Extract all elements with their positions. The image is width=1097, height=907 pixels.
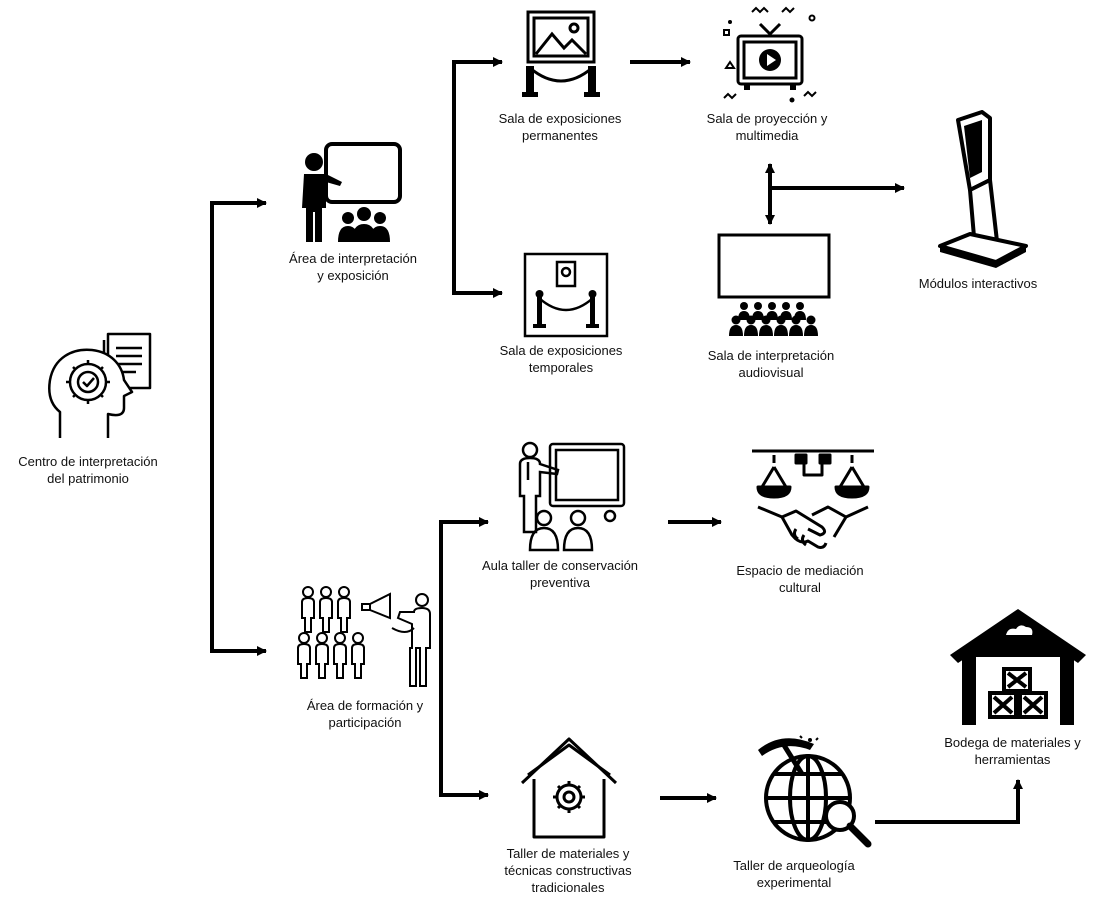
kiosk-icon [938,110,1028,268]
warehouse-icon [950,609,1086,725]
megaphone-crowd-icon [297,586,431,687]
classroom-label: Aula taller de conservación preventiva [481,558,639,590]
materials-workshop-label: Taller de materiales y técnicas construc… [504,846,632,895]
framed-picture-icon [522,10,600,97]
root-label: Centro de interpretación del patrimonio [18,454,158,486]
audiovisual-room-label: Sala de interpretación audiovisual [707,348,835,380]
cinema-screen-icon [717,233,831,336]
globe-pickaxe-icon [758,735,872,848]
training-area-label: Área de formación y participación [306,698,424,730]
archaeology-workshop-label: Taller de arqueología experimental [733,858,855,890]
interactive-modules-label: Módulos interactivos [918,276,1038,291]
house-gear-icon [520,737,618,839]
permanent-exhibits-label: Sala de exposiciones permanentes [498,111,622,143]
head-gear-document-icon [48,332,152,438]
temporary-exhibits-label: Sala de exposiciones temporales [499,343,623,375]
interpretation-area-label: Área de interpretación y exposición [289,251,417,283]
cultural-mediation-label: Espacio de mediación cultural [736,563,864,595]
tv-play-icon [723,6,817,103]
classroom-icon [518,441,626,552]
handshake-scales-icon [752,449,874,549]
presenter-audience-icon [302,142,402,242]
warehouse-label: Bodega de materiales y herramientas [944,735,1081,767]
projection-room-label: Sala de proyección y multimedia [706,111,828,143]
arrow-to-warehouse [875,779,1023,824]
portrait-barrier-icon [523,252,609,338]
